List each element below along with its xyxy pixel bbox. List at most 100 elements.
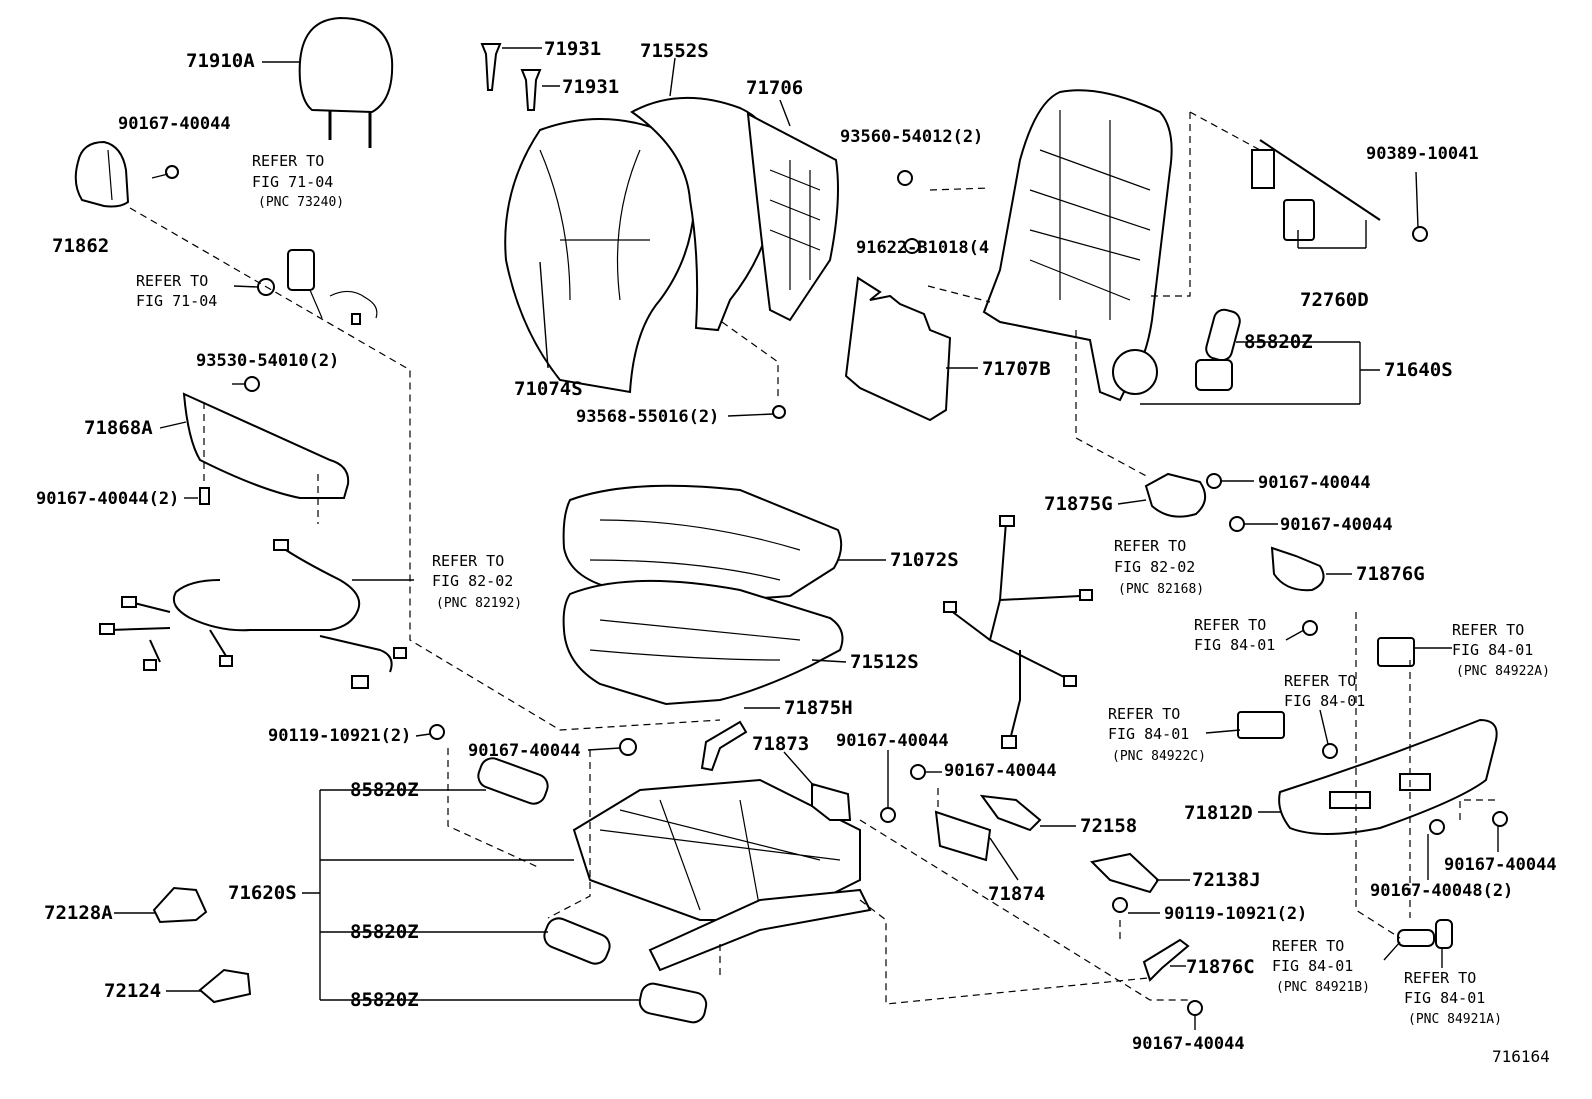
seatback-cover-part	[504, 118, 696, 394]
label-71640S: 71640S	[1384, 359, 1453, 381]
label-90167-40044-h: 90167-40044	[1132, 1034, 1245, 1054]
ref1-line2: FIG 71-04	[252, 173, 333, 191]
adjuster-motor-parts	[477, 757, 708, 1024]
label-71812D: 71812D	[1184, 802, 1253, 824]
label-90167-40044-i: 90167-40044	[1444, 855, 1557, 875]
label-90167-40044-e: 90167-40044	[468, 741, 581, 761]
ref3-line1: REFER TO	[432, 552, 504, 570]
seat-cushion-cover-part	[562, 484, 843, 600]
headrest-support-part	[74, 140, 130, 208]
ref4-pnc: (PNC 82168)	[1118, 582, 1204, 597]
switch-parts	[1237, 637, 1453, 949]
label-90167-40044-a: 90167-40044	[118, 114, 231, 134]
ref8-pnc: (PNC 84922C)	[1112, 749, 1206, 764]
leader-lines	[114, 47, 1499, 1030]
label-71706: 71706	[746, 77, 803, 99]
ref5-line2: FIG 84-01	[1194, 636, 1275, 654]
label-90167-40044-g: 90167-40044	[944, 761, 1057, 781]
recliner-cover-parts	[1144, 472, 1325, 592]
label-85820Z-1: 85820Z	[350, 779, 419, 801]
ref10-line1: REFER TO	[1404, 969, 1476, 987]
label-71072S: 71072S	[890, 549, 959, 571]
label-71873: 71873	[752, 733, 809, 755]
label-85820Z-top: 85820Z	[1244, 331, 1313, 353]
ref4-line2: FIG 82-02	[1114, 558, 1195, 576]
label-90167-40044-f: 90167-40044	[836, 731, 949, 751]
seat-adjuster-part	[572, 778, 872, 972]
ref2-line2: FIG 71-04	[136, 292, 217, 310]
ref3-pnc: (PNC 82192)	[436, 596, 522, 611]
ref5-line1: REFER TO	[1194, 616, 1266, 634]
label-71874: 71874	[988, 883, 1045, 905]
label-85820Z-3: 85820Z	[350, 989, 419, 1011]
label-71931-b: 71931	[562, 76, 619, 98]
label-90167-40044-2: 90167-40044(2)	[36, 489, 179, 509]
label-71875G: 71875G	[1044, 493, 1113, 515]
ref3-line2: FIG 82-02	[432, 572, 513, 590]
label-90167-40044-c: 90167-40044	[1258, 473, 1371, 493]
label-85820Z-2: 85820Z	[350, 921, 419, 943]
seatback-frame-part	[982, 89, 1173, 402]
label-91622-B1018: 91622-B1018(4	[856, 238, 989, 258]
seat-side-shield-part	[1278, 718, 1498, 835]
diagram-id: 716164	[1492, 1047, 1550, 1066]
lower-shield-part	[182, 392, 350, 499]
ref10-line2: FIG 84-01	[1404, 989, 1485, 1007]
screw-parts	[165, 165, 1508, 1016]
headrest-part	[298, 16, 394, 148]
label-93560-54012: 93560-54012(2)	[840, 127, 983, 147]
ref6-pnc: (PNC 84922A)	[1456, 664, 1550, 679]
label-71931-a: 71931	[544, 38, 601, 60]
label-72128A: 72128A	[44, 902, 113, 924]
label-90119-10921-a: 90119-10921(2)	[268, 726, 411, 746]
ref6-line2: FIG 84-01	[1452, 641, 1533, 659]
seatback-pad-sheet-part	[844, 276, 952, 422]
label-71512S: 71512S	[850, 651, 919, 673]
ref2-line1: REFER TO	[136, 272, 208, 290]
ref1-pnc: (PNC 73240)	[258, 195, 344, 210]
label-72138J: 72138J	[1192, 869, 1261, 891]
label-71876C: 71876C	[1186, 956, 1255, 978]
seat-cushion-pad-part	[562, 579, 844, 706]
label-71862: 71862	[52, 235, 109, 257]
ref10-pnc: (PNC 84921A)	[1408, 1012, 1502, 1027]
pin-parts	[480, 43, 542, 111]
label-71868A: 71868A	[84, 417, 153, 439]
label-90389-10041: 90389-10041	[1366, 144, 1479, 164]
label-72158: 72158	[1080, 815, 1137, 837]
ref7-line2: FIG 84-01	[1284, 692, 1365, 710]
ref9-line2: FIG 84-01	[1272, 957, 1353, 975]
hidden-lines	[129, 111, 1500, 1005]
lumbar-part	[1251, 139, 1381, 241]
label-71876G: 71876G	[1356, 563, 1425, 585]
label-71707B: 71707B	[982, 358, 1051, 380]
label-71910A: 71910A	[186, 50, 255, 72]
wire-harness-left	[99, 539, 407, 689]
label-93568-55016: 93568-55016(2)	[576, 407, 719, 427]
ref7-line1: REFER TO	[1284, 672, 1356, 690]
label-90119-10921-b: 90119-10921(2)	[1164, 904, 1307, 924]
track-cover-parts	[152, 886, 252, 1004]
ref8-line1: REFER TO	[1108, 705, 1180, 723]
label-72760D: 72760D	[1300, 289, 1369, 311]
recliner-motor-part	[1195, 308, 1241, 391]
wire-harness-center	[943, 515, 1093, 749]
label-71875H: 71875H	[784, 697, 853, 719]
bracket-parts	[700, 720, 1190, 982]
ref6-line1: REFER TO	[1452, 621, 1524, 639]
ref9-pnc: (PNC 84921B)	[1276, 980, 1370, 995]
label-90167-40044-d: 90167-40044	[1280, 515, 1393, 535]
seatback-board-part	[746, 112, 839, 322]
part-number-labels: 71910A 90167-40044 71862 93530-54010(2) …	[36, 38, 1557, 1066]
label-71074S: 71074S	[514, 378, 583, 400]
ref9-line1: REFER TO	[1272, 937, 1344, 955]
ref1-line1: REFER TO	[252, 152, 324, 170]
label-72124: 72124	[104, 980, 161, 1002]
reference-notes: REFER TO FIG 71-04 (PNC 73240) REFER TO …	[136, 152, 1550, 1027]
label-90167-40048: 90167-40048(2)	[1370, 881, 1513, 901]
label-71620S: 71620S	[228, 882, 297, 904]
label-71552S: 71552S	[640, 40, 709, 62]
ref8-line2: FIG 84-01	[1108, 725, 1189, 743]
ref4-line1: REFER TO	[1114, 537, 1186, 555]
